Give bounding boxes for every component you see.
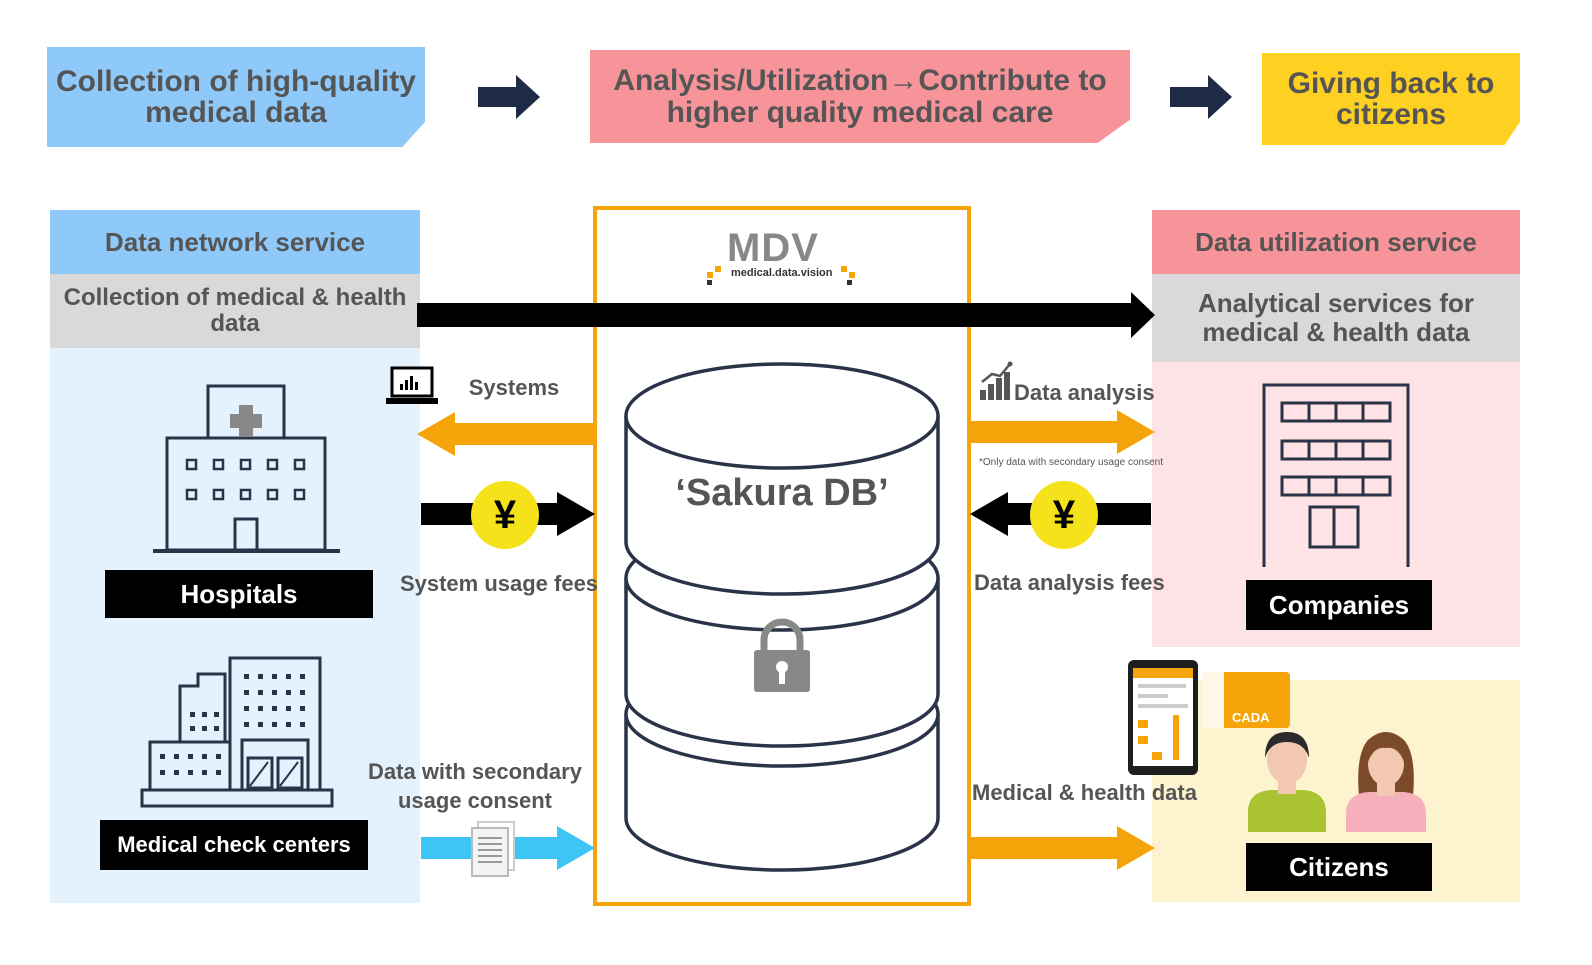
lock-icon: [754, 618, 810, 692]
medical-health-arrow: [967, 826, 1155, 870]
cada-card-icon: CADA: [1202, 672, 1290, 728]
card-text: CADA: [1232, 710, 1270, 725]
laptop-icon: [386, 366, 438, 404]
yen-coin-icon: ¥: [471, 481, 539, 549]
banner-analysis-text: Analysis/Utilization→Contribute to highe…: [613, 64, 1107, 129]
banner-giving: Giving back to citizens: [1262, 53, 1520, 145]
mdv-logo: MDV medical.data.vision: [705, 226, 855, 286]
systems-label: Systems: [468, 375, 560, 400]
man-avatar-icon: [1248, 732, 1326, 832]
medical-check-centers-label: Medical check centers: [100, 820, 368, 870]
right-panel-title: Data utilization service: [1152, 210, 1520, 274]
office-building-icon: [1262, 383, 1410, 567]
consent-note: *Only data with secondary usage consent: [979, 457, 1163, 468]
smartphone-app-icon: [1128, 660, 1198, 775]
banner-collection: Collection of high-quality medical data: [47, 47, 425, 147]
banner-collection-text: Collection of high-quality medical data: [56, 64, 416, 129]
data-analysis-arrow: [967, 410, 1155, 454]
systems-arrow: [417, 412, 595, 456]
banner-giving-text: Giving back to citizens: [1287, 66, 1495, 131]
medical-health-label: Medical & health data: [972, 780, 1197, 805]
data-analysis-label: Data analysis: [1014, 380, 1155, 405]
arrow-right-icon: [478, 75, 540, 119]
logo-decoration-icon: [707, 266, 855, 285]
collection-flow-arrow: [417, 292, 1155, 338]
woman-avatar-icon: [1346, 732, 1426, 832]
database-name: ‘Sakura DB’: [675, 472, 889, 514]
right-panel-subtitle: Analytical services for medical & health…: [1152, 274, 1520, 362]
companies-label: Companies: [1246, 580, 1432, 630]
banner-analysis: Analysis/Utilization→Contribute to highe…: [590, 50, 1130, 143]
mdv-logo-text: MDV: [727, 226, 819, 270]
yen-coin-icon: ¥: [1030, 481, 1098, 549]
citizens-label: Citizens: [1246, 843, 1432, 891]
hospitals-label: Hospitals: [105, 570, 373, 618]
document-stack-icon: [471, 821, 515, 877]
analytics-chart-icon: [980, 361, 1013, 400]
mdv-logo-subtitle: medical.data.vision: [731, 267, 833, 279]
left-panel-title: Data network service: [50, 210, 420, 274]
medical-check-center-icon: [140, 656, 334, 808]
data-consent-label: Data with secondary usage consent: [368, 759, 582, 813]
arrow-right-icon: [1170, 75, 1232, 119]
hospital-icon: [153, 384, 340, 553]
left-panel-subtitle: Collection of medical & health data: [50, 274, 420, 348]
system-fees-label: System usage fees: [399, 571, 599, 596]
analysis-fees-label: Data analysis fees: [974, 570, 1165, 595]
